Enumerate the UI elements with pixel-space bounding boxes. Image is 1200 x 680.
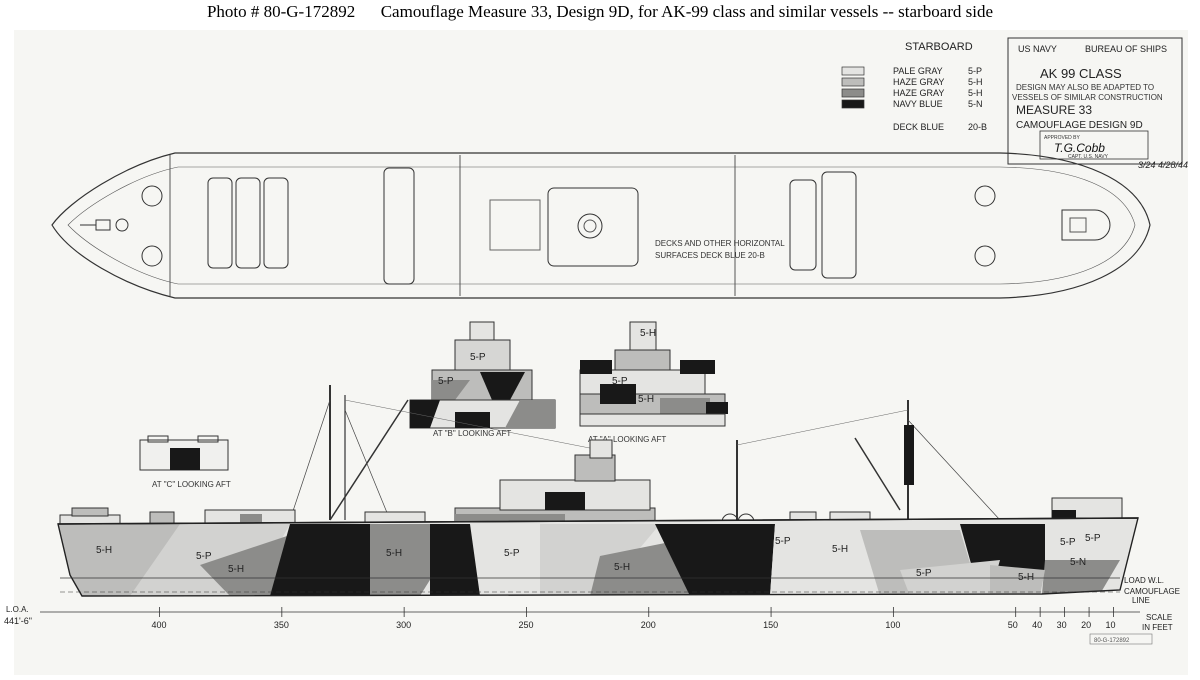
scale-tick-label: 10 [1106, 620, 1116, 630]
scale-bar: 400 350 300 250 200 150 100 50 40 30 20 10 [152, 607, 1116, 630]
legend-code: 5-H [968, 77, 983, 87]
title-bureau: BUREAU OF SHIPS [1085, 44, 1167, 54]
title-agency: US NAVY [1018, 44, 1057, 54]
scale-tick-label: 250 [518, 620, 533, 630]
hull-color-label: 5-P [916, 568, 932, 579]
camouflage-line-label-2: LINE [1132, 596, 1150, 605]
hull-color-label: 5-P [196, 551, 212, 562]
section-view-a: AT "A" LOOKING AFT [579, 321, 728, 444]
legend-swatch [841, 99, 865, 109]
hull-color-label: 5-H [228, 564, 244, 575]
deck-note-1: DECKS AND OTHER HORIZONTAL [655, 239, 785, 248]
view-color-label: 5-H [638, 394, 654, 405]
hull-color-label: 5-H [386, 548, 402, 559]
legend-swatch [841, 88, 865, 98]
title-block: US NAVY BUREAU OF SHIPS AK 99 CLASS DESI… [1007, 37, 1188, 170]
hull-color-label: 5-P [504, 548, 520, 559]
loa-value: 441'-6" [4, 616, 32, 626]
negative-stamp: 80-G-172892 [1094, 638, 1130, 644]
hull-color-label: 5-N [1070, 557, 1086, 568]
side-label: STARBOARD [905, 41, 973, 53]
hull-color-label: 5-H [614, 562, 630, 573]
hull-color-label: 5-H [96, 545, 112, 556]
legend-code: 5-N [968, 99, 983, 109]
title-adapt-1: DESIGN MAY ALSO BE ADAPTED TO [1016, 83, 1154, 92]
hull-color-label: 5-H [1018, 572, 1034, 583]
title-rank: CAPT. U.S. NAVY [1068, 154, 1109, 160]
title-date: 3/24 4/28/44 [1138, 160, 1188, 170]
scale-tick-label: 40 [1032, 620, 1042, 630]
scale-tick-label: 200 [641, 620, 656, 630]
view-color-label: 5-P [612, 376, 628, 387]
view-b-caption: AT "B" LOOKING AFT [433, 429, 511, 438]
view-color-label: 5-H [640, 328, 656, 339]
section-view-c: AT "C" LOOKING AFT [139, 435, 231, 489]
title-measure: MEASURE 33 [1016, 103, 1092, 117]
load-wl-label: LOAD W.L. [1124, 576, 1164, 585]
legend-name: NAVY BLUE [893, 99, 943, 109]
view-color-label: 5-P [470, 352, 486, 363]
scale-label-1: SCALE [1146, 613, 1172, 622]
title-design: CAMOUFLAGE DESIGN 9D [1016, 120, 1143, 131]
deck-note-2: SURFACES DECK BLUE 20-B [655, 251, 765, 260]
photo-title: Camouflage Measure 33, Design 9D, for AK… [380, 2, 994, 21]
legend-name: DECK BLUE [893, 122, 944, 132]
legend-code: 20-B [968, 122, 987, 132]
scale-tick-label: 30 [1057, 620, 1067, 630]
view-a-caption: AT "A" LOOKING AFT [588, 435, 666, 444]
scale-tick-label: 400 [152, 620, 167, 630]
title-class: AK 99 CLASS [1040, 66, 1122, 81]
loa-label: L.O.A. [6, 605, 29, 614]
hull-color-label: 5-P [775, 536, 791, 547]
legend-swatch [841, 66, 865, 76]
profile-view [57, 385, 1139, 597]
legend-code: 5-H [968, 88, 983, 98]
photo-caption: Photo # 80-G-172892 Camouflage Measure 3… [0, 2, 1200, 22]
section-view-b: AT "B" LOOKING AFT [409, 321, 556, 438]
camouflage-line-label-1: CAMOUFLAGE [1124, 587, 1180, 596]
scale-tick-label: 300 [396, 620, 411, 630]
title-adapt-2: VESSELS OF SIMILAR CONSTRUCTION [1012, 93, 1163, 102]
hull-color-labels: 5-H 5-P 5-H 5-H 5-P 5-H 5-P 5-H 5-P 5-N 5-P 5-P 5-H [96, 533, 1101, 583]
scale-tick-label: 50 [1008, 620, 1018, 630]
legend-name: PALE GRAY [893, 66, 943, 76]
title-signature: T.G.Cobb [1054, 141, 1105, 155]
scale-label-2: IN FEET [1142, 623, 1173, 632]
view-color-label: 5-P [438, 376, 454, 387]
hull-color-label: 5-P [1060, 537, 1076, 548]
scale-tick-label: 150 [763, 620, 778, 630]
hull-color-label: 5-H [832, 544, 848, 555]
scale-tick-label: 20 [1081, 620, 1091, 630]
legend-code: 5-P [968, 66, 982, 76]
legend-name: HAZE GRAY [893, 77, 944, 87]
color-legend: PALE GRAY 5-P HAZE GRAY 5-H HAZE GRAY 5-H NAVY… [841, 66, 987, 132]
scale-tick-label: 350 [274, 620, 289, 630]
deck-plan-view: DECKS AND OTHER HORIZONTAL SURFACES DECK… [51, 152, 1151, 299]
scale-tick-label: 100 [885, 620, 900, 630]
photo-number: Photo # 80-G-172892 [206, 2, 356, 21]
legend-swatch [841, 77, 865, 87]
title-approved: APPROVED BY [1044, 135, 1081, 141]
legend-name: HAZE GRAY [893, 88, 944, 98]
view-c-caption: AT "C" LOOKING AFT [152, 480, 231, 489]
hull-color-label: 5-P [1085, 533, 1101, 544]
